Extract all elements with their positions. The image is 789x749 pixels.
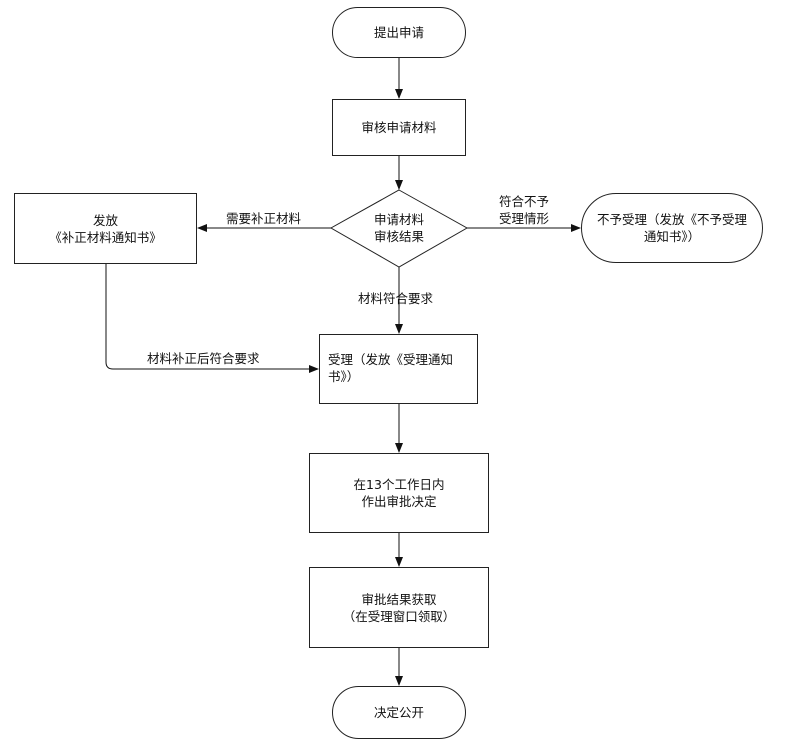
node-obtain: 审批结果获取 （在受理窗口领取） [309, 567, 489, 648]
node-start: 提出申请 [332, 7, 466, 58]
node-decision-label: 申请材料 审核结果 [373, 212, 424, 244]
edge-label-supplemented-ok: 材料补正后符合要求 [147, 351, 260, 366]
node-review-materials: 审核申请材料 [332, 99, 466, 156]
node-supplement: 发放 《补正材料通知书》 [14, 193, 197, 264]
node-approve: 在13个工作日内 作出审批决定 [309, 453, 489, 533]
edge-label-not-qualified: 符合不予 受理情形 [499, 194, 550, 226]
node-accept: 受理（发放《受理通知 书》） [319, 334, 478, 404]
node-reject: 不予受理（发放《不予受理 通知书》） [581, 193, 763, 263]
node-publish: 决定公开 [332, 686, 466, 739]
arrow-supplement-to-accept [105, 264, 319, 373]
edge-label-qualified: 材料符合要求 [358, 291, 434, 306]
edge-label-need-supplement: 需要补正材料 [226, 211, 302, 226]
